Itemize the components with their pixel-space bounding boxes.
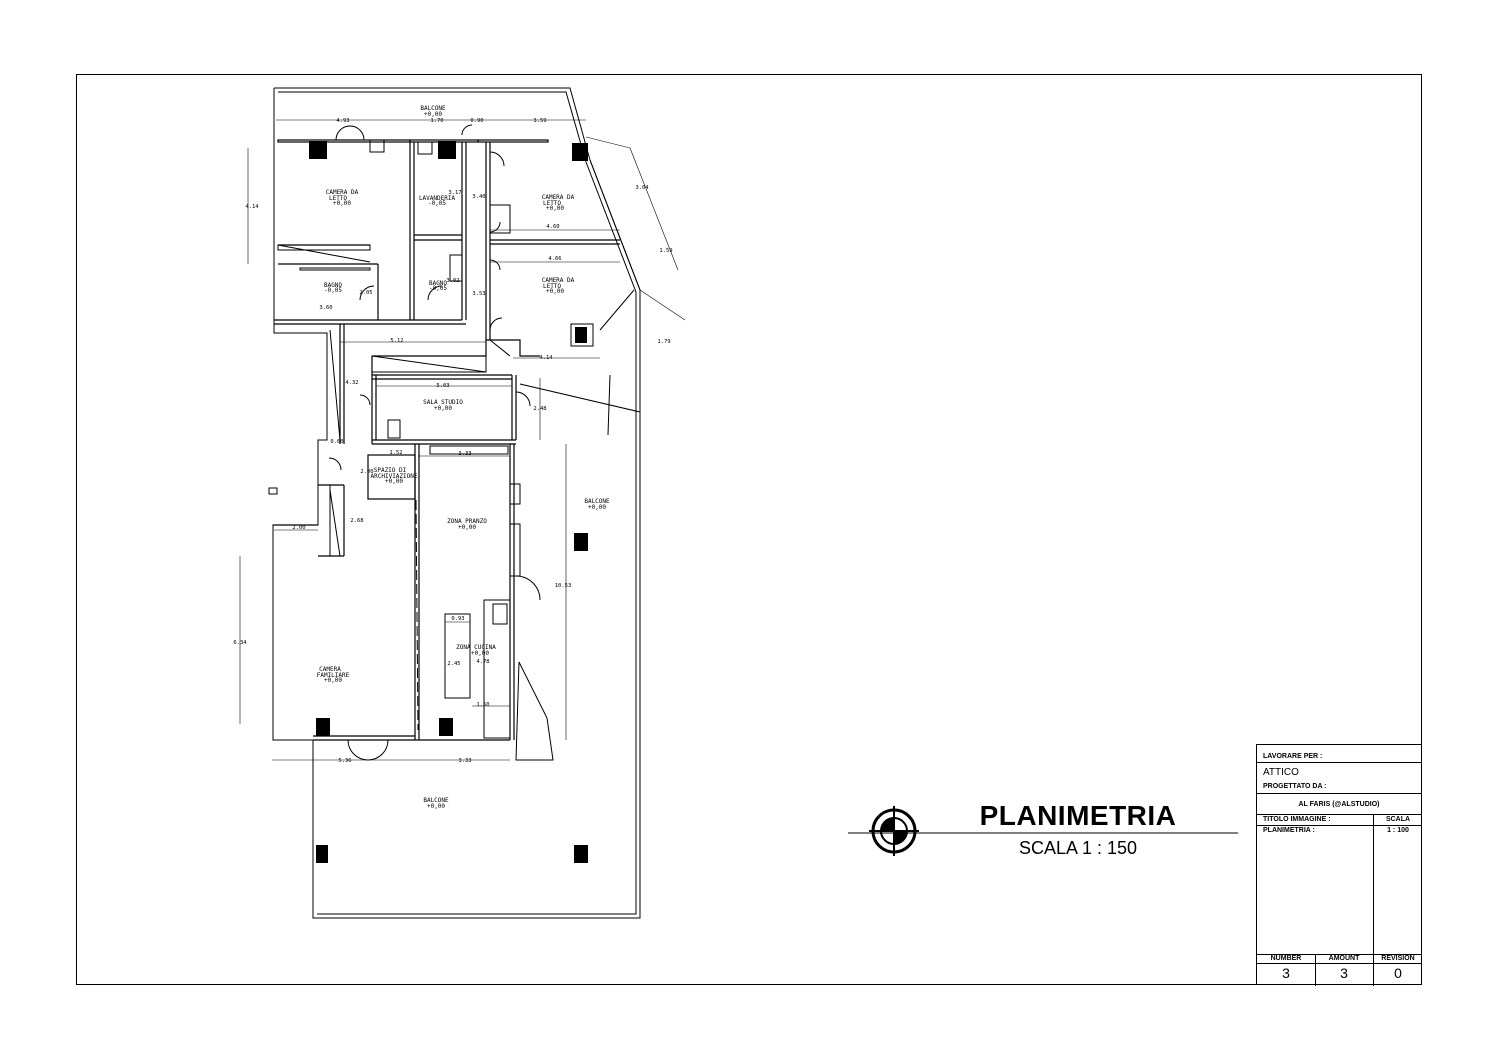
scala-label: SCALA (1385, 816, 1411, 823)
titolo-value: PLANIMETRIA : (1263, 827, 1315, 834)
dimension-label: 3.17 (448, 190, 461, 196)
lavorare-per-label: LAVORARE PER : (1263, 753, 1323, 760)
room-label: CAMERA (319, 666, 341, 673)
room-label: CAMERA DA (542, 194, 575, 201)
number-label: NUMBER (1270, 955, 1302, 962)
dimension-label: 4.14 (245, 204, 259, 210)
progettato-da-label: PROGETTATO DA : (1263, 783, 1327, 790)
dimension-label: 4.32 (345, 380, 358, 386)
interior-walls (273, 139, 620, 741)
room-level: +0,00 (434, 405, 452, 412)
room-level: +0,00 (385, 478, 403, 485)
dimension-label: 3.40 (472, 194, 485, 200)
room-level: +0,00 (324, 677, 342, 684)
room-level: +0,00 (546, 288, 564, 295)
room-level: +0,00 (471, 650, 489, 657)
room-label: CAMERA DA (542, 277, 575, 284)
dimension-label: 1.79 (657, 339, 670, 345)
dimension-label: 4.78 (476, 659, 489, 665)
dimension-label: 0.90 (470, 118, 483, 124)
room-label: BAGNO (429, 280, 447, 287)
dimension-label: 1.70 (430, 118, 443, 124)
dimension-label: 3.53 (472, 291, 485, 297)
room-label: LAVANDERIA (419, 195, 456, 202)
dimension-label: 3.04 (635, 185, 649, 191)
dimension-label: 2.00 (292, 525, 305, 531)
dimension-label: 2.48 (533, 406, 546, 412)
room-level: +0,00 (427, 803, 445, 810)
dimension-label: 1.50 (476, 702, 489, 708)
dimension-label: 3.60 (319, 305, 332, 311)
dimension-label: 2.45 (447, 661, 460, 667)
dimension-label: 1.52 (389, 450, 402, 456)
dimension-label: 10.53 (555, 583, 572, 589)
revision-value: 0 (1394, 965, 1402, 981)
dimension-label: 4.14 (539, 355, 553, 361)
stairs (277, 244, 511, 557)
room-label: BALCONE (423, 797, 449, 804)
dimension-label: 2.00 (360, 469, 373, 475)
room-label: BAGNO (324, 282, 342, 289)
columns (309, 141, 588, 863)
dimension-label: 3.33 (458, 451, 471, 457)
dimension-label: 0.60 (330, 439, 343, 445)
revision-label: REVISION (1381, 955, 1415, 962)
dimension-label: 3.02 (446, 278, 459, 284)
room-label: SPAZIO DI (374, 467, 407, 474)
room-label: LETTO (543, 200, 561, 207)
room-label: ZONA PRANZO (447, 518, 487, 525)
title-block: LAVORARE PER : ATTICO PROGETTATO DA : AL… (1256, 744, 1422, 986)
room-label: LETTO (329, 195, 347, 202)
room-label: ARCHIVIAZIONE (371, 473, 418, 480)
number-value: 3 (1282, 965, 1290, 981)
room-label: FAMILIARE (317, 672, 350, 679)
room-label: BALCONE (584, 498, 610, 505)
dimension-label: 4.66 (548, 256, 561, 262)
drawing-scale: SCALA 1 : 150 (1018, 838, 1138, 858)
room-level: -0,05 (324, 287, 342, 294)
dimension-label: 2.05 (359, 290, 372, 296)
drawing-title: PLANIMETRIA (979, 800, 1177, 831)
dimension-label: 5.36 (338, 758, 351, 764)
room-level: -0,05 (429, 285, 447, 292)
lavorare-per-value: ATTICO (1263, 767, 1299, 778)
dimension-label: 0.93 (451, 616, 464, 622)
dimension-label: 2.68 (350, 518, 363, 524)
dimension-lines (239, 119, 686, 761)
drawing-frame (76, 74, 1422, 985)
room-label: BALCONE (420, 105, 446, 112)
dimension-label: 4.93 (336, 118, 349, 124)
amount-label: AMOUNT (1328, 955, 1360, 962)
room-level: +0,00 (458, 524, 476, 531)
room-level: +0,00 (333, 200, 351, 207)
room-label: LETTO (543, 283, 561, 290)
room-level: +0,00 (546, 205, 564, 212)
dimension-label: 6.34 (233, 640, 247, 646)
room-label: ZONA CUCINA (456, 644, 496, 651)
doors (328, 124, 541, 761)
dimension-label: 3.33 (458, 758, 471, 764)
titolo-label: TITOLO IMMAGINE : (1263, 816, 1331, 823)
dimension-label: 1.59 (659, 248, 672, 254)
room-level: +0,00 (588, 504, 606, 511)
room-label: CAMERA DA (326, 189, 359, 196)
progettato-da-value: AL FARIS (@ALSTUDIO) (1298, 801, 1380, 808)
room-level: -0,05 (428, 200, 446, 207)
room-label: SALA STUDIO (423, 399, 463, 406)
dimension-label: 4.60 (546, 224, 559, 230)
north-arrow-icon (848, 806, 1238, 856)
dimension-label: 5.12 (390, 338, 403, 344)
scala-value: 1 : 100 (1387, 827, 1409, 834)
room-level: +0,00 (424, 111, 442, 118)
amount-value: 3 (1340, 965, 1348, 981)
dimension-label: 3.59 (533, 118, 546, 124)
dimension-label: 5.03 (436, 383, 449, 389)
